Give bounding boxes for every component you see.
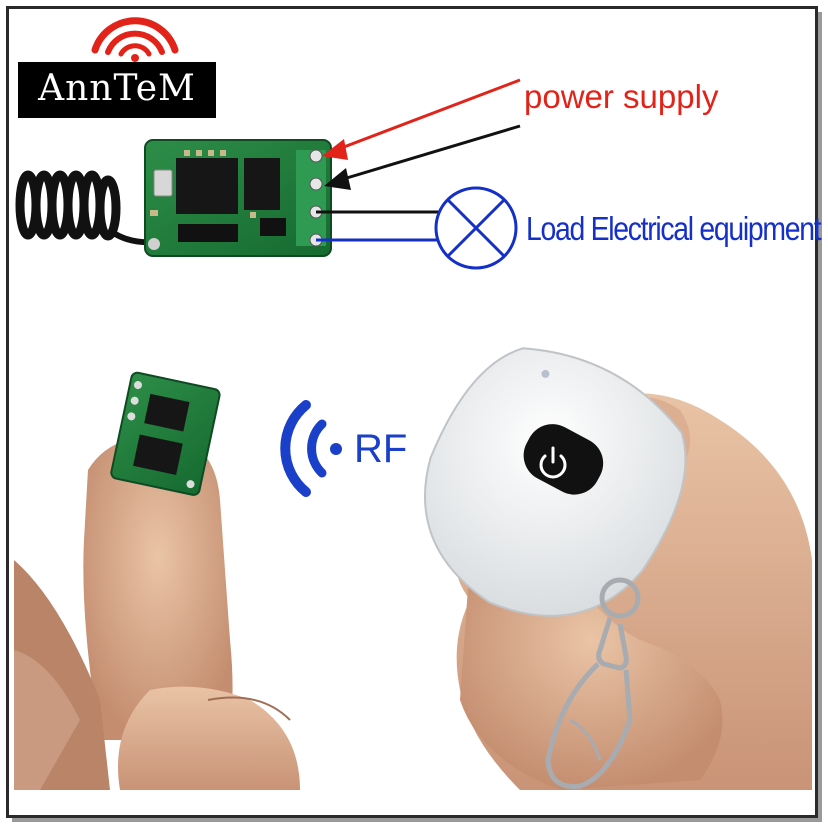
lamp-load-icon: [434, 186, 518, 270]
power-icon: [539, 446, 567, 479]
power-supply-label: power supply: [524, 78, 719, 115]
finger-hand: [14, 435, 300, 790]
brand-logo-text: AnnTeM: [38, 68, 196, 109]
power-arrow-black: [324, 124, 521, 190]
rf-signal-icon: [280, 400, 342, 497]
frame-shadow: [12, 12, 822, 822]
image-frame: [6, 6, 818, 818]
rf-label: RF: [354, 427, 408, 471]
brand-logo: AnnTeM: [18, 62, 216, 118]
keychain-clasp: [545, 577, 641, 789]
power-arrow-red: [322, 78, 521, 160]
load-label: Load Electrical equipment: [526, 210, 822, 247]
antenna-coil: [15, 170, 157, 246]
mini-receiver-board: [110, 371, 221, 496]
receiver-pcb: [144, 139, 332, 257]
logo-wave-icon: [91, 17, 179, 62]
